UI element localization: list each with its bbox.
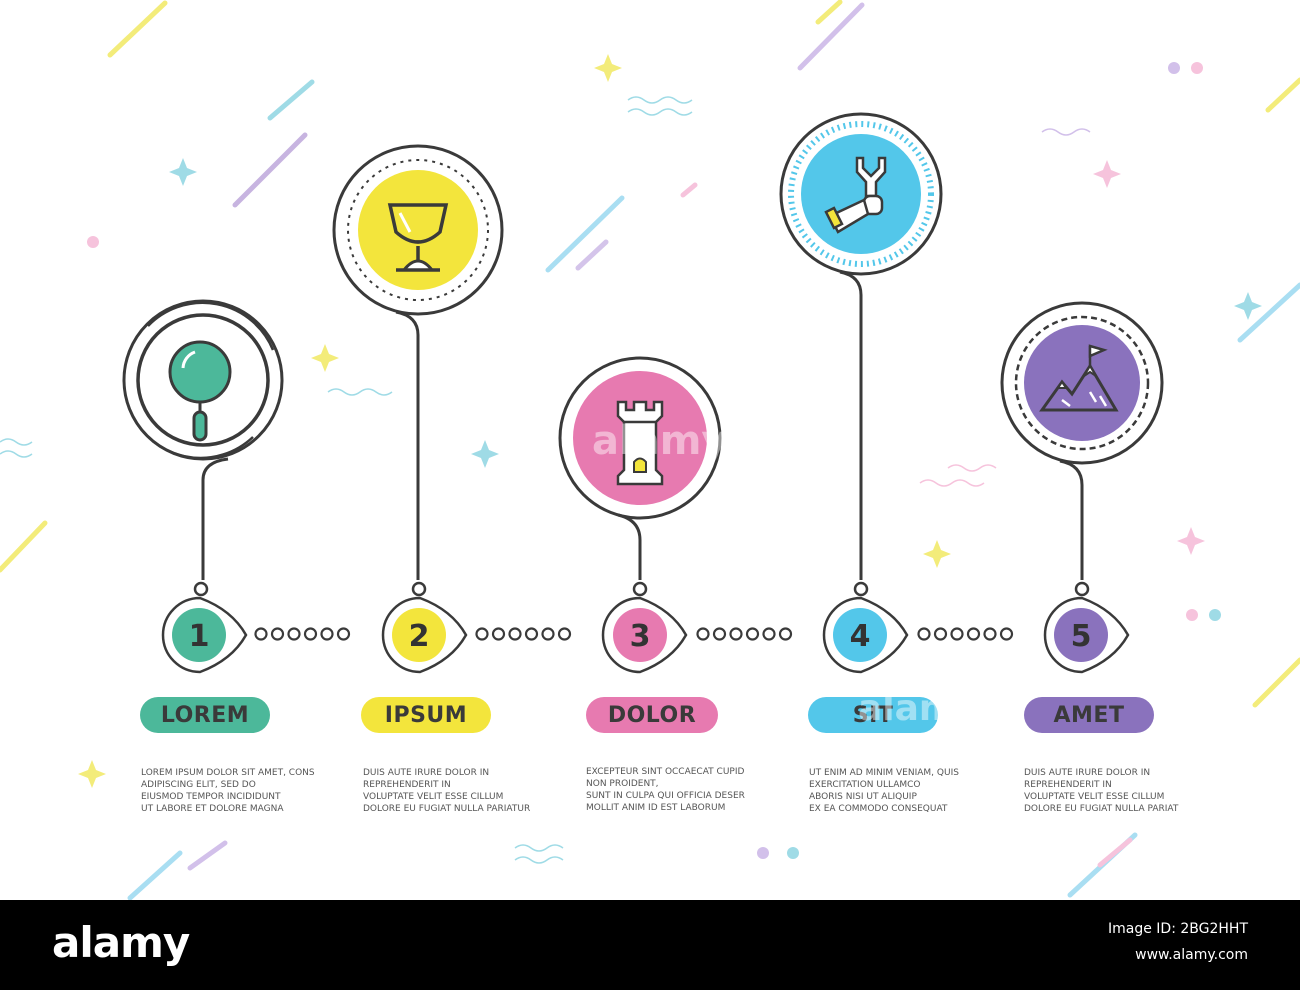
connector-dot-chains [254, 627, 1014, 641]
step-4-number: 4 [850, 619, 871, 654]
connector-dot [917, 627, 931, 641]
step-4-label: SIT [808, 697, 938, 733]
step-5: 5 [1000, 301, 1164, 674]
step-1-description-line: ADIPISCING ELIT, SED DO [141, 780, 256, 790]
step-4-description-line: UT ENIM AD MINIM VENIAM, QUIS [809, 768, 959, 778]
step-2-description: DUIS AUTE IRURE DOLOR IN REPREHENDERIT I… [363, 767, 530, 815]
step-3-number: 3 [630, 619, 651, 654]
background-sparkles [78, 54, 1262, 788]
timeline-infographic: 1 2 [0, 0, 1300, 900]
step-4-description-line: EXERCITATION ULLAMCO [809, 780, 921, 790]
alamy-logo: alamy [52, 918, 190, 967]
step-5-pin [1000, 301, 1164, 597]
robot-arm-wrench-icon [801, 134, 921, 254]
step-5-marker: 5 [1043, 596, 1130, 674]
stock-footer-bar: alamy Image ID: 2BG2HHT www.alamy.com [0, 900, 1300, 990]
step-1-description-line: EIUSMOD TEMPOR INCIDIDUNT [141, 792, 281, 802]
step-1-number: 1 [189, 619, 210, 654]
image-id: Image ID: 2BG2HHT [1108, 921, 1248, 937]
connector-dot [254, 627, 268, 641]
watermark: alamy [858, 688, 980, 729]
step-2-pin [332, 144, 504, 597]
step-3-description-line: SUNT IN CULPA QUI OFFICIA DESER [586, 791, 745, 801]
connector-dot [983, 627, 997, 641]
step-2: 2 [332, 144, 504, 674]
step-3-description-line: NON PROIDENT, [586, 779, 659, 789]
mountain-flag-icon [1024, 325, 1140, 441]
step-1-pin [122, 299, 284, 597]
connector-dot [541, 627, 555, 641]
connector-dot [270, 627, 285, 641]
connector-dot [778, 627, 793, 641]
step-4-marker: 4 [822, 596, 909, 674]
step-3-description: EXCEPTEUR SINT OCCAECAT CUPID NON PROIDE… [586, 766, 745, 814]
background-dots [87, 62, 1221, 859]
connector-dot [557, 627, 572, 641]
connector-dot [524, 627, 539, 641]
step-3-label: DOLOR [586, 697, 718, 733]
footer-meta: Image ID: 2BG2HHT www.alamy.com [1108, 916, 1248, 968]
connector-dot [933, 627, 948, 641]
connector-dot [508, 627, 522, 641]
connector-dot [999, 627, 1014, 641]
step-1: 1 [122, 299, 284, 674]
connector-dot [491, 627, 506, 641]
step-5-label: AMET [1024, 697, 1154, 733]
step-5-number: 5 [1071, 619, 1092, 654]
connector-dot [745, 627, 760, 641]
step-5-description-line: DUIS AUTE IRURE DOLOR IN [1024, 768, 1151, 778]
site-url: www.alamy.com [1135, 947, 1248, 963]
step-1-description: LOREM IPSUM DOLOR SIT AMET, CONS ADIPISC… [141, 767, 315, 815]
step-2-marker: 2 [381, 596, 468, 674]
step-3-description-line: MOLLIT ANIM ID EST LABORUM [586, 803, 726, 813]
step-2-label: IPSUM [361, 697, 491, 733]
trophy-icon [358, 170, 478, 290]
connector-dot [762, 627, 776, 641]
step-4-description: UT ENIM AD MINIM VENIAM, QUIS EXERCITATI… [809, 767, 959, 815]
step-1-description-line: LOREM IPSUM DOLOR SIT AMET, CONS [141, 768, 315, 778]
step-3: 3 [558, 356, 722, 674]
step-1-label: LOREM [140, 697, 270, 733]
connector-dot [320, 627, 334, 641]
step-2-description-line: REPREHENDERIT IN [363, 780, 451, 790]
connector-dot [729, 627, 743, 641]
step-4-pin [779, 112, 943, 597]
step-3-pin [558, 356, 722, 597]
step-5-description-line: DOLORE EU FUGIAT NULLA PARIAT [1024, 804, 1179, 814]
background-waves [0, 96, 1091, 864]
castle-tower-icon [573, 371, 707, 505]
step-1-marker: 1 [161, 596, 248, 674]
background-decoration [0, 0, 1300, 900]
step-5-description-line: VOLUPTATE VELIT ESSE CILLUM [1024, 792, 1165, 802]
step-2-number: 2 [409, 619, 430, 654]
step-3-marker: 3 [601, 596, 688, 674]
step-4: 4 [779, 112, 943, 674]
connector-dot [966, 627, 981, 641]
magnifier-icon [168, 340, 232, 442]
connector-dot [950, 627, 964, 641]
step-4-description-line: EX EA COMMODO CONSEQUAT [809, 804, 948, 814]
connector-dot [303, 627, 318, 641]
watermark: alamy [592, 418, 728, 464]
step-1-description-line: UT LABORE ET DOLORE MAGNA [141, 804, 284, 814]
step-2-description-line: VOLUPTATE VELIT ESSE CILLUM [363, 792, 504, 802]
connector-dot [336, 627, 351, 641]
connector-dot [712, 627, 727, 641]
step-2-description-line: DOLORE EU FUGIAT NULLA PARIATUR [363, 804, 531, 814]
connector-dot [287, 627, 301, 641]
step-3-description-line: EXCEPTEUR SINT OCCAECAT CUPID [586, 767, 745, 777]
connector-dot [696, 627, 710, 641]
connector-dot [475, 627, 489, 641]
step-5-description-line: REPREHENDERIT IN [1024, 780, 1112, 790]
step-5-description: DUIS AUTE IRURE DOLOR IN REPREHENDERIT I… [1024, 767, 1178, 815]
step-4-description-line: ABORIS NISI UT ALIQUIP [809, 792, 917, 802]
step-2-description-line: DUIS AUTE IRURE DOLOR IN [363, 768, 490, 778]
